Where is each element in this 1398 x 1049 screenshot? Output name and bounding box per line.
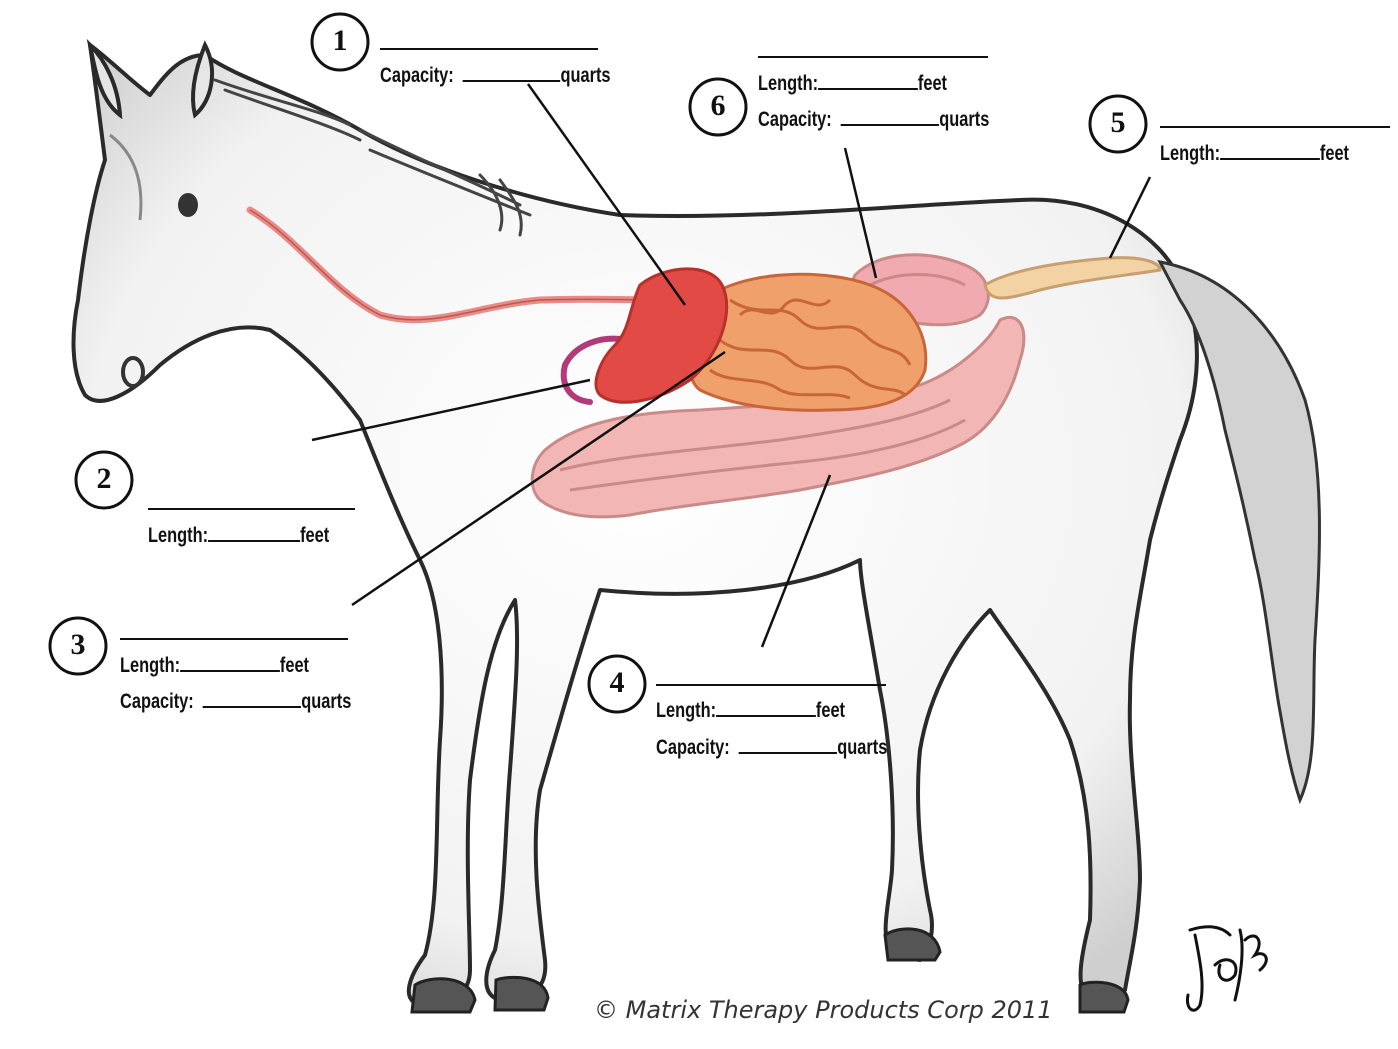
label-number-3: 3 [63,630,93,660]
capacity-blank-1[interactable] [463,62,560,82]
label-number-2: 2 [89,464,119,494]
label-4-capacity: Capacity: quarts [656,734,887,758]
label-number-4: 4 [602,668,632,698]
label-4-capacity-unit: quarts [837,736,887,759]
label-6-capacity-text: Capacity: [758,108,832,131]
label-1-capacity: Capacity: quarts [380,62,611,86]
label-number-1: 1 [325,26,355,56]
length-blank-5[interactable] [1220,140,1320,160]
label-1-capacity-text: Capacity: [380,64,454,87]
length-blank-4[interactable] [716,697,816,717]
label-2-length-text: Length: [148,524,208,547]
name-blank-1[interactable] [380,48,598,50]
label-2-length: Length: feet [148,522,329,546]
artist-signature [1187,927,1266,1010]
label-6-length: Length: feet [758,70,947,94]
name-blank-4[interactable] [656,684,886,686]
label-number-6: 6 [703,91,733,121]
capacity-blank-4[interactable] [739,734,837,754]
label-5-length-text: Length: [1160,142,1220,165]
label-3-capacity-unit: quarts [301,690,351,713]
name-blank-2[interactable] [148,508,355,510]
capacity-blank-6[interactable] [841,106,939,126]
length-blank-6[interactable] [818,70,918,90]
label-5-length: Length: feet [1160,140,1349,164]
label-6-capacity-unit: quarts [939,108,989,131]
copyright-notice: © Matrix Therapy Products Corp 2011 [594,996,1053,1024]
label-5-length-unit: feet [1320,142,1349,165]
name-blank-5[interactable] [1160,126,1390,128]
label-4-length-unit: feet [816,699,845,722]
name-blank-3[interactable] [120,638,348,640]
label-6-length-text: Length: [758,72,818,95]
name-blank-6[interactable] [758,56,988,58]
label-3-capacity-text: Capacity: [120,690,194,713]
length-blank-2[interactable] [208,522,300,542]
label-3-length-text: Length: [120,654,180,677]
label-6-length-unit: feet [918,72,947,95]
label-4-length: Length: feet [656,697,845,721]
capacity-blank-3[interactable] [203,688,301,708]
label-4-capacity-text: Capacity: [656,736,730,759]
label-3-length: Length: feet [120,652,309,676]
label-6-capacity: Capacity: quarts [758,106,989,130]
label-4-length-text: Length: [656,699,716,722]
label-1-capacity-unit: quarts [560,64,610,87]
label-2-length-unit: feet [300,524,329,547]
length-blank-3[interactable] [180,652,280,672]
label-3-capacity: Capacity: quarts [120,688,351,712]
label-number-5: 5 [1103,108,1133,138]
label-3-length-unit: feet [280,654,309,677]
